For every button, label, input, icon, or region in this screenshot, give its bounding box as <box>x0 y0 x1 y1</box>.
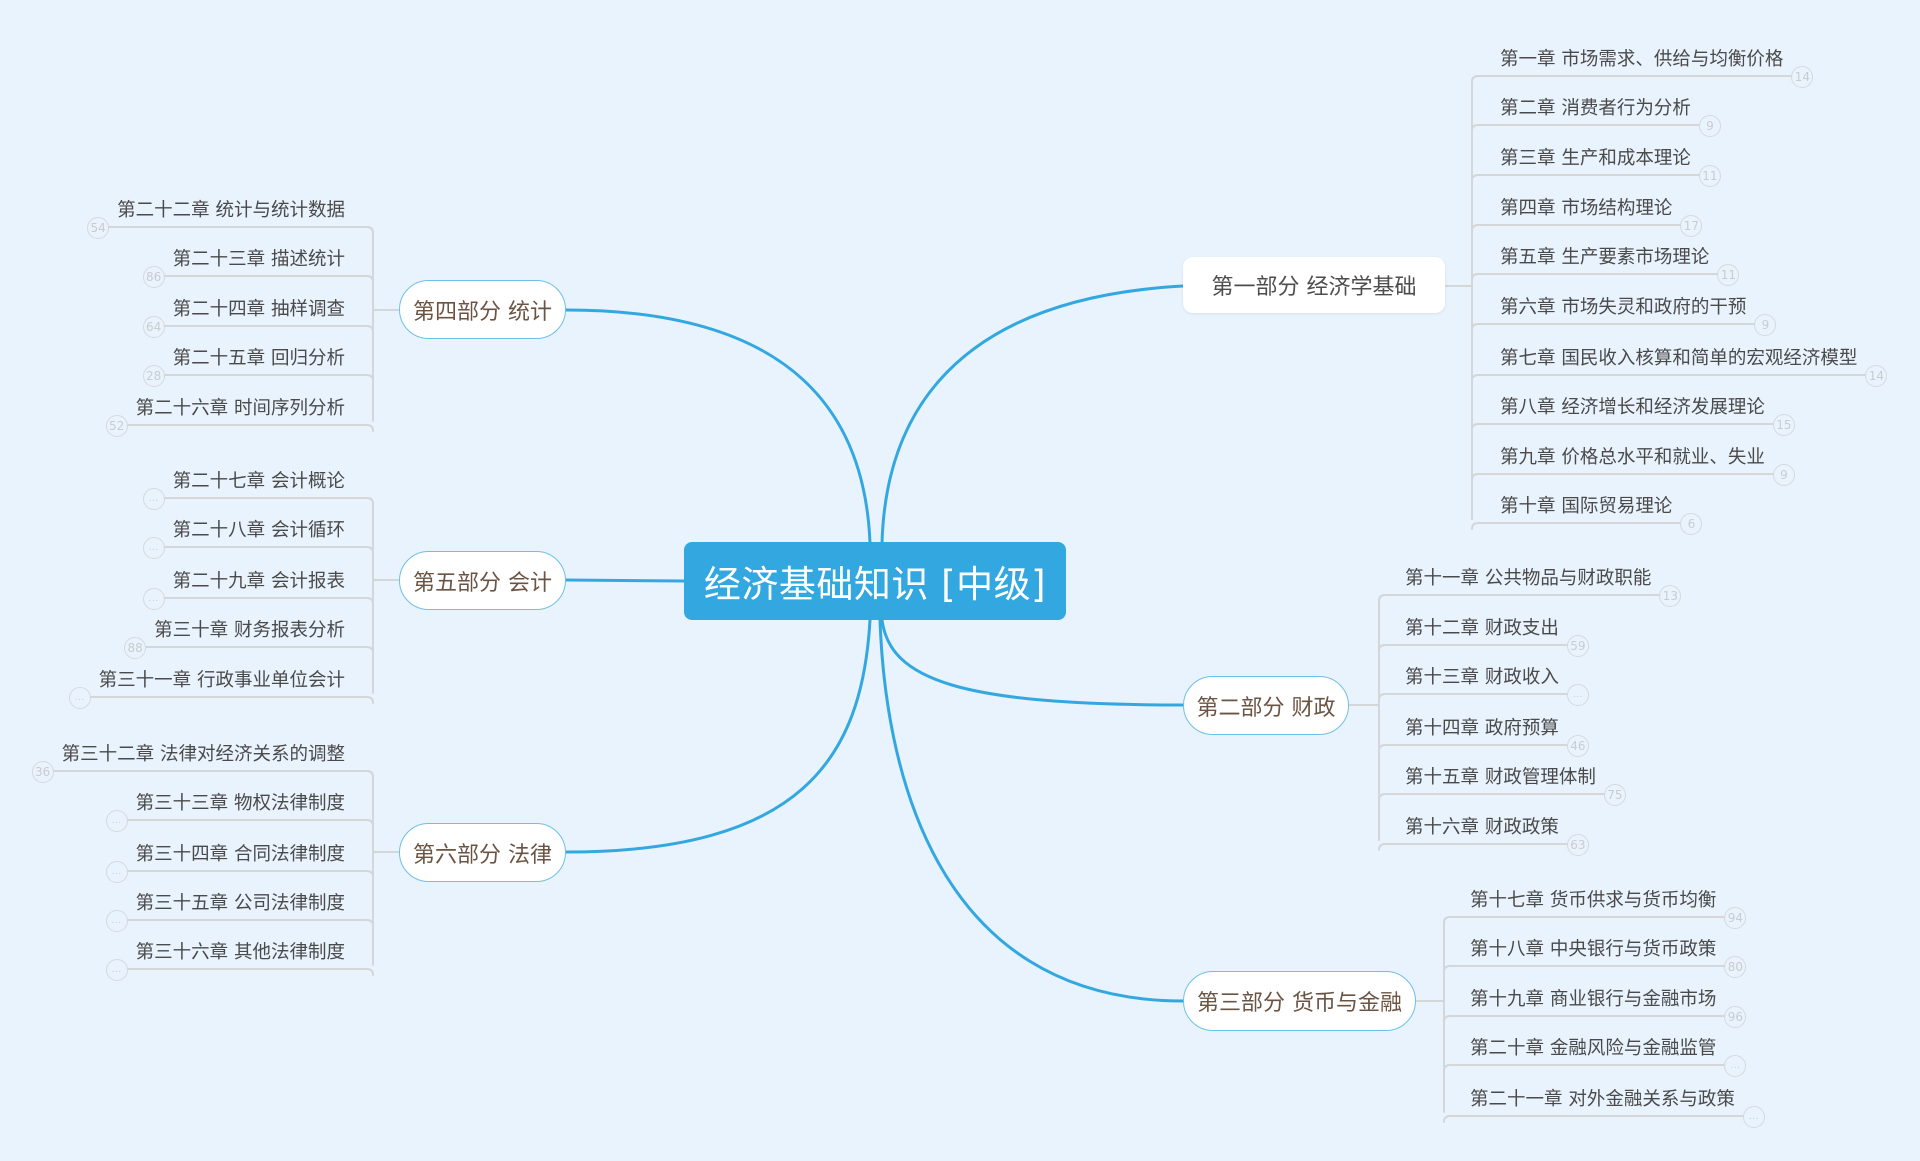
child-count-badge[interactable]: 14 <box>1865 365 1888 387</box>
child-count-badge[interactable]: 96 <box>1724 1006 1747 1028</box>
chapter-node[interactable]: 第九章 价格总水平和就业、失业 <box>1500 447 1765 468</box>
branch-part-6-law[interactable]: 第六部分 法律 <box>399 823 566 882</box>
child-count-badge[interactable]: 94 <box>1724 907 1747 929</box>
chapter-node[interactable]: 第三十四章 合同法律制度 <box>135 844 345 865</box>
collapsed-children-icon[interactable]: ... <box>142 537 165 559</box>
child-count-badge[interactable]: 52 <box>105 415 128 437</box>
chapter-node[interactable]: 第十四章 政府预算 <box>1405 718 1559 739</box>
branch-part-2-finance[interactable]: 第二部分 财政 <box>1183 676 1349 735</box>
child-count-badge[interactable]: 86 <box>142 266 165 288</box>
chapter-node[interactable]: 第二十七章 会计概论 <box>172 471 345 492</box>
collapsed-children-icon[interactable]: ... <box>142 588 165 610</box>
chapter-node[interactable]: 第一章 市场需求、供给与均衡价格 <box>1500 49 1784 70</box>
child-count-badge[interactable]: 9 <box>1754 314 1777 336</box>
chapter-node[interactable]: 第二十二章 统计与统计数据 <box>117 200 345 221</box>
chapter-node[interactable]: 第二十四章 抽样调查 <box>172 299 345 320</box>
central-topic-label: 经济基础知识 [中级] <box>703 563 1047 606</box>
branch-label: 第四部分 统计 <box>413 299 552 325</box>
child-count-badge[interactable]: 75 <box>1603 784 1626 806</box>
collapsed-children-icon[interactable]: ... <box>68 687 91 709</box>
chapter-node[interactable]: 第十章 国际贸易理论 <box>1500 496 1673 517</box>
branch-label: 第一部分 经济学基础 <box>1211 275 1417 300</box>
chapter-node[interactable]: 第三十章 财务报表分析 <box>154 620 345 641</box>
branch-label: 第五部分 会计 <box>413 570 552 596</box>
child-count-badge[interactable]: 6 <box>1680 513 1703 535</box>
collapsed-children-icon[interactable]: ... <box>105 959 128 981</box>
child-count-badge[interactable]: 9 <box>1772 464 1795 486</box>
chapter-node[interactable]: 第十五章 财政管理体制 <box>1405 767 1596 788</box>
chapter-node[interactable]: 第三十三章 物权法律制度 <box>135 793 345 814</box>
chapter-node[interactable]: 第十九章 商业银行与金融市场 <box>1470 989 1717 1010</box>
child-count-badge[interactable]: 11 <box>1698 165 1721 187</box>
branch-label: 第二部分 财政 <box>1196 695 1336 721</box>
chapter-node[interactable]: 第三章 生产和成本理论 <box>1500 148 1691 169</box>
chapter-node[interactable]: 第三十六章 其他法律制度 <box>135 942 345 963</box>
chapter-node[interactable]: 第三十二章 法律对经济关系的调整 <box>61 744 345 765</box>
child-count-badge[interactable]: 54 <box>87 217 110 239</box>
chapter-node[interactable]: 第五章 生产要素市场理论 <box>1500 247 1710 268</box>
chapter-node[interactable]: 第二十一章 对外金融关系与政策 <box>1470 1089 1735 1110</box>
chapter-node[interactable]: 第十二章 财政支出 <box>1405 618 1559 639</box>
chapter-node[interactable]: 第十七章 货币供求与货币均衡 <box>1470 890 1717 911</box>
child-count-badge[interactable]: 80 <box>1724 956 1747 978</box>
chapter-node[interactable]: 第二十章 金融风险与金融监管 <box>1470 1038 1717 1059</box>
collapsed-children-icon[interactable]: ... <box>105 910 128 932</box>
chapter-node[interactable]: 第六章 市场失灵和政府的干预 <box>1500 297 1747 318</box>
chapter-node[interactable]: 第二章 消费者行为分析 <box>1500 98 1691 119</box>
branch-part-1-economics[interactable]: 第一部分 经济学基础 <box>1183 257 1445 313</box>
chapter-node[interactable]: 第十八章 中央银行与货币政策 <box>1470 939 1717 960</box>
child-count-badge[interactable]: 64 <box>142 316 165 338</box>
child-count-badge[interactable]: 14 <box>1791 66 1814 88</box>
child-count-badge[interactable]: 15 <box>1772 414 1795 436</box>
child-count-badge[interactable]: 9 <box>1698 115 1721 137</box>
collapsed-children-icon[interactable]: ... <box>1724 1055 1747 1077</box>
chapter-node[interactable]: 第七章 国民收入核算和简单的宏观经济模型 <box>1500 348 1858 369</box>
chapter-node[interactable]: 第八章 经济增长和经济发展理论 <box>1500 397 1765 418</box>
branch-part-4-statistics[interactable]: 第四部分 统计 <box>399 280 566 339</box>
collapsed-children-icon[interactable]: ... <box>105 861 128 883</box>
collapsed-children-icon[interactable]: ... <box>142 488 165 510</box>
chapter-node[interactable]: 第二十九章 会计报表 <box>172 571 345 592</box>
collapsed-children-icon[interactable]: ... <box>105 810 128 832</box>
branch-label: 第三部分 货币与金融 <box>1197 991 1402 1016</box>
child-count-badge[interactable]: 17 <box>1680 215 1703 237</box>
child-count-badge[interactable]: 63 <box>1566 834 1589 856</box>
chapter-node[interactable]: 第十六章 财政政策 <box>1405 817 1559 838</box>
child-count-badge[interactable]: 28 <box>142 365 165 387</box>
chapter-node[interactable]: 第二十八章 会计循环 <box>172 520 345 541</box>
child-count-badge[interactable]: 46 <box>1566 735 1589 757</box>
chapter-node[interactable]: 第三十五章 公司法律制度 <box>135 893 345 914</box>
child-count-badge[interactable]: 11 <box>1717 264 1740 286</box>
chapter-node[interactable]: 第二十五章 回归分析 <box>172 348 345 369</box>
chapter-node[interactable]: 第三十一章 行政事业单位会计 <box>98 670 345 691</box>
child-count-badge[interactable]: 88 <box>124 637 147 659</box>
child-count-badge[interactable]: 13 <box>1659 585 1682 607</box>
branch-label: 第六部分 法律 <box>413 842 552 868</box>
chapter-node[interactable]: 第四章 市场结构理论 <box>1500 198 1673 219</box>
branch-part-5-accounting[interactable]: 第五部分 会计 <box>399 551 566 610</box>
branch-part-3-money-banking[interactable]: 第三部分 货币与金融 <box>1183 971 1416 1031</box>
chapter-node[interactable]: 第二十六章 时间序列分析 <box>135 398 345 419</box>
collapsed-children-icon[interactable]: ... <box>1742 1106 1765 1128</box>
child-count-badge[interactable]: 59 <box>1566 635 1589 657</box>
central-topic[interactable]: 经济基础知识 [中级] <box>684 542 1066 620</box>
collapsed-children-icon[interactable]: ... <box>1566 684 1589 706</box>
child-count-badge[interactable]: 36 <box>31 761 54 783</box>
chapter-node[interactable]: 第十三章 财政收入 <box>1405 667 1559 688</box>
chapter-node[interactable]: 第二十三章 描述统计 <box>172 249 345 270</box>
chapter-node[interactable]: 第十一章 公共物品与财政职能 <box>1405 568 1652 589</box>
